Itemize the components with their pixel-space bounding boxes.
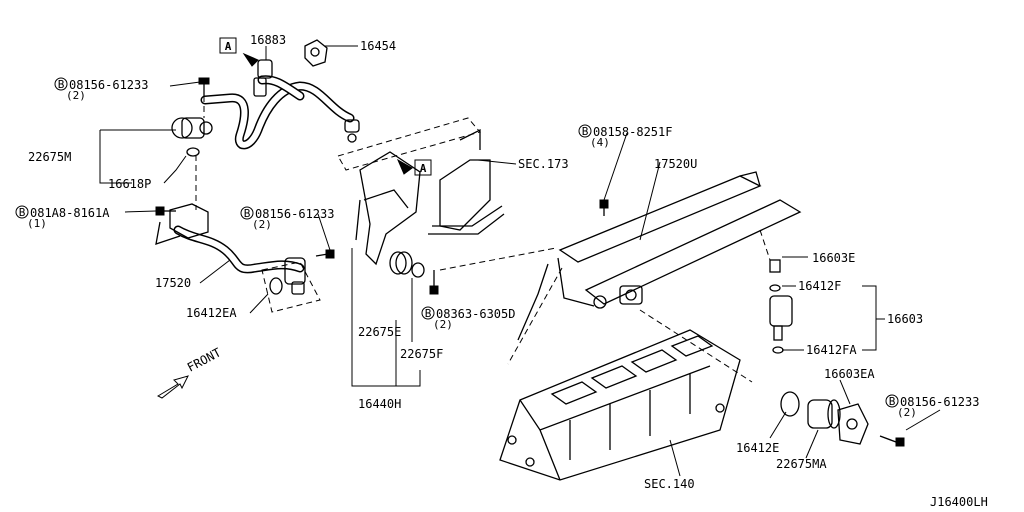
guide-line-damper-right [639, 309, 753, 383]
hose-assembly-upper [200, 75, 355, 150]
svg-text:B: B [19, 206, 26, 219]
bracket-16440H [351, 248, 421, 387]
injector-16603 [769, 259, 793, 354]
label-bolt-08156-top: B 08156-61233 (2) [54, 77, 148, 102]
label-bolt-081A8: B 081A8-8161A (1) [15, 205, 110, 230]
svg-text:A: A [420, 162, 427, 175]
svg-text:B: B [889, 395, 896, 408]
leader-lines [99, 45, 941, 477]
guide-line-injector [759, 229, 771, 261]
label-16603E: 16603E [812, 251, 855, 265]
svg-text:(2): (2) [66, 89, 86, 102]
ref-box-a-mid: A [396, 158, 432, 176]
svg-text:A: A [225, 40, 232, 53]
connector-16454 [304, 39, 328, 67]
label-16603: 16603 [887, 312, 923, 326]
label-22675E: 22675E [358, 325, 401, 339]
svg-text:B: B [244, 207, 251, 220]
svg-text:(2): (2) [433, 318, 453, 331]
bolt-08363 [429, 270, 439, 295]
label-bolt-08363: B 08363-6305D (2) [421, 306, 515, 331]
svg-text:08156-61233: 08156-61233 [255, 207, 334, 221]
label-22675M: 22675M [28, 150, 71, 164]
label-17520: 17520 [155, 276, 191, 290]
bolt-bottom-right [879, 435, 905, 447]
bolt-top-left [198, 77, 210, 96]
intake-manifold-sec140 [499, 329, 741, 481]
svg-text:081A8-8161A: 081A8-8161A [30, 206, 110, 220]
ref-box-a-top: A [219, 37, 237, 54]
label-16454: 16454 [360, 39, 396, 53]
bolt-mid-left [315, 249, 335, 259]
svg-text:08363-6305D: 08363-6305D [436, 307, 515, 321]
bracket-16603 [862, 285, 877, 351]
fuel-pipe-sec173 [428, 128, 517, 235]
guide-line-rail-to-manifold [507, 267, 563, 365]
oring-16412EA [269, 277, 283, 295]
label-22675F: 22675F [400, 347, 443, 361]
svg-text:B: B [582, 125, 589, 138]
label-16412F: 16412F [798, 279, 841, 293]
connector-small-right [344, 119, 360, 143]
label-16440H: 16440H [358, 397, 401, 411]
svg-text:B: B [58, 78, 65, 91]
label-16618P: 16618P [108, 177, 151, 191]
svg-text:(1): (1) [27, 217, 47, 230]
svg-text:08158-8251F: 08158-8251F [593, 125, 672, 139]
svg-text:08156-61233: 08156-61233 [69, 78, 148, 92]
label-16883: 16883 [250, 33, 286, 47]
svg-text:(2): (2) [252, 218, 272, 231]
bolt-081A8 [155, 206, 176, 216]
damper-22675MA [780, 391, 869, 445]
label-16412FA: 16412FA [806, 343, 857, 357]
label-bolt-08156-mid: B 08156-61233 (2) [240, 206, 334, 231]
label-16603EA: 16603EA [824, 367, 875, 381]
bolt-08158 [599, 199, 609, 216]
label-16412E: 16412E [736, 441, 779, 455]
fuel-tube-17520 [155, 203, 306, 295]
evap-valve-16883 [242, 52, 273, 97]
fuel-rail-17520U [517, 171, 802, 341]
guide-line-center [439, 247, 557, 271]
guide-box-16412EA [261, 261, 321, 313]
label-bolt-08156-bot: B 08156-61233 (2) [885, 394, 979, 419]
svg-text:FRONT: FRONT [185, 345, 223, 374]
svg-text:(2): (2) [897, 406, 917, 419]
svg-text:B: B [425, 307, 432, 320]
front-arrow: FRONT [156, 345, 223, 399]
svg-text:(4): (4) [590, 136, 610, 149]
label-sec173: SEC.173 [518, 157, 569, 171]
damper-22675E [389, 251, 425, 278]
label-sec140: SEC.140 [644, 477, 695, 491]
bracket-center [355, 151, 421, 266]
drawing-id: J16400LH [930, 495, 988, 509]
label-16412EA: 16412EA [186, 306, 237, 320]
label-22675MA: 22675MA [776, 457, 827, 471]
svg-text:08156-61233: 08156-61233 [900, 395, 979, 409]
damper-22675M [171, 117, 213, 157]
label-17520U: 17520U [654, 157, 697, 171]
label-bolt-08158: B 08158-8251F (4) [578, 124, 672, 149]
